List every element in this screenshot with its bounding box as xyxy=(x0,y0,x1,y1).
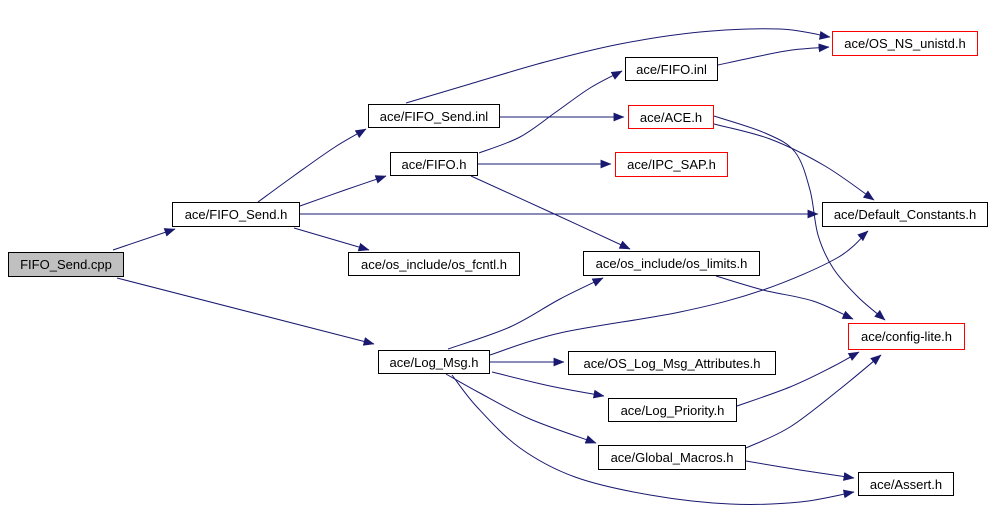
edge-fifo_send_h-to-fifo_send_inl xyxy=(257,128,367,203)
edge-fifo_send_cpp-to-fifo_send_h xyxy=(112,228,176,251)
edge-ace_h-to-config_lite xyxy=(713,115,886,321)
graph-node-fifo_inl[interactable]: ace/FIFO.inl xyxy=(625,57,718,81)
graph-node-fifo_send_inl[interactable]: ace/FIFO_Send.inl xyxy=(368,104,500,128)
edge-log_msg-to-os_limits xyxy=(447,277,604,350)
graph-node-global_macros[interactable]: ace/Global_Macros.h xyxy=(598,445,746,470)
edge-fifo_h-to-os_limits xyxy=(470,175,631,250)
edge-ace_h-to-default_constants xyxy=(713,123,875,201)
edge-log_msg-to-assert_h xyxy=(451,374,855,505)
graph-node-log_msg[interactable]: ace/Log_Msg.h xyxy=(378,350,490,374)
edge-log_priority-to-config_lite xyxy=(736,351,860,407)
graph-node-log_priority[interactable]: ace/Log_Priority.h xyxy=(608,398,737,422)
edge-fifo_send_inl-to-os_ns_unistd xyxy=(405,28,831,104)
edge-global_macros-to-assert_h xyxy=(745,460,855,481)
edge-fifo_inl-to-os_ns_unistd xyxy=(717,43,830,66)
graph-node-os_log_msg_attributes[interactable]: ace/OS_Log_Msg_Attributes.h xyxy=(568,351,776,375)
graph-node-fifo_h[interactable]: ace/FIFO.h xyxy=(390,152,478,176)
graph-node-os_ns_unistd[interactable]: ace/OS_NS_unistd.h xyxy=(832,31,978,56)
graph-node-default_constants[interactable]: ace/Default_Constants.h xyxy=(822,202,988,227)
edge-log_msg-to-default_constants xyxy=(489,230,869,356)
graph-node-os_fcntl[interactable]: ace/os_include/os_fcntl.h xyxy=(348,252,520,276)
graph-node-ace_h[interactable]: ace/ACE.h xyxy=(628,105,714,129)
edge-log_msg-to-log_priority xyxy=(491,371,605,399)
edge-fifo_send_cpp-to-log_msg xyxy=(116,277,375,346)
graph-node-config_lite[interactable]: ace/config-lite.h xyxy=(848,323,965,350)
edge-log_msg-to-global_macros xyxy=(445,373,597,444)
edge-fifo_h-to-fifo_inl xyxy=(478,70,623,154)
edge-global_macros-to-config_lite xyxy=(745,354,882,449)
edge-fifo_send_h-to-os_fcntl xyxy=(293,227,370,252)
edge-os_limits-to-config_lite xyxy=(715,275,854,320)
graph-node-fifo_send_cpp[interactable]: FIFO_Send.cpp xyxy=(8,252,124,277)
graph-node-assert_h[interactable]: ace/Assert.h xyxy=(858,472,954,496)
edge-fifo_send_h-to-fifo_h xyxy=(299,175,387,207)
graph-node-fifo_send_h[interactable]: ace/FIFO_Send.h xyxy=(172,202,300,227)
graph-node-ipc_sap[interactable]: ace/IPC_SAP.h xyxy=(615,152,728,177)
graph-node-os_limits[interactable]: ace/os_include/os_limits.h xyxy=(583,251,760,276)
